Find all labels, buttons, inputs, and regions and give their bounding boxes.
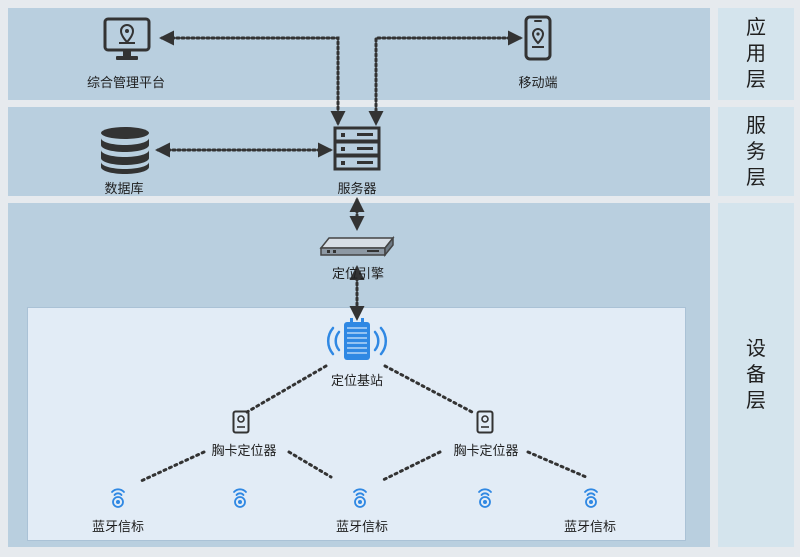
database-label: 数据库 <box>104 181 144 196</box>
station-badge-left-link <box>245 364 328 414</box>
badge-right-beacon-link <box>526 450 588 479</box>
device-layer-char: 层 <box>746 390 766 412</box>
mobile-label: 移动端 <box>518 75 558 90</box>
badge-right-beacon-link <box>381 450 442 482</box>
device-layer-label: 设 备 层 <box>718 203 794 547</box>
bluetooth-beacon-icon <box>111 488 125 508</box>
service-layer-char: 服 <box>746 114 766 137</box>
station-badge-right-link <box>383 364 474 414</box>
bluetooth-beacon-icon <box>584 488 598 508</box>
server-rack-icon <box>333 126 381 171</box>
service-layer-char: 务 <box>746 140 766 163</box>
beacon-label: 蓝牙信标 <box>335 519 389 534</box>
badge-right-label: 胸卡定位器 <box>453 443 519 458</box>
badge-left-label: 胸卡定位器 <box>211 443 277 458</box>
application-layer-char: 层 <box>746 69 766 91</box>
service-layer-char: 层 <box>746 166 766 189</box>
badge-left-beacon-link <box>139 450 206 483</box>
wireless-base-station-icon <box>326 318 388 360</box>
server-label: 服务器 <box>337 181 377 196</box>
badge-left-beacon-link <box>287 450 333 479</box>
bluetooth-beacon-icon <box>478 488 492 508</box>
application-layer-char: 用 <box>746 43 766 65</box>
beacon-label: 蓝牙信标 <box>91 519 145 534</box>
application-layer-label: 应 用 层 <box>718 8 794 100</box>
rack-appliance-icon <box>319 235 395 258</box>
phone-location-icon <box>524 15 552 61</box>
bluetooth-beacon-icon <box>353 488 367 508</box>
badge-tag-icon <box>232 410 250 434</box>
application-layer-char: 应 <box>746 17 766 39</box>
service-layer-label: 服 务 层 <box>718 107 794 196</box>
device-layer-char: 备 <box>746 364 766 386</box>
base-station-label: 定位基站 <box>330 373 384 388</box>
engine-label: 定位引擎 <box>331 266 385 281</box>
badge-tag-icon <box>476 410 494 434</box>
mobile-server-link <box>368 30 523 126</box>
bluetooth-beacon-icon <box>233 488 247 508</box>
platform-label: 综合管理平台 <box>86 75 166 90</box>
device-layer-char: 设 <box>746 338 766 360</box>
database-icon <box>101 127 149 174</box>
beacon-label: 蓝牙信标 <box>563 519 617 534</box>
monitor-location-icon <box>103 17 151 60</box>
platform-server-link <box>159 30 346 126</box>
